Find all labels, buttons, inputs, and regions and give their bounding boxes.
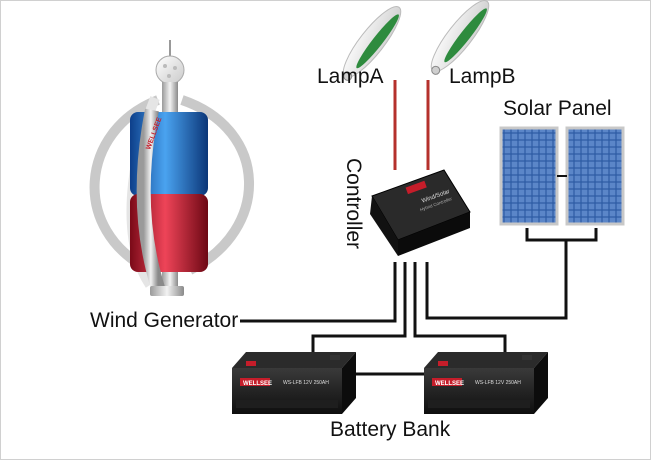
battery-left-model: WS-LFB 12V 250AH (283, 380, 329, 386)
solar-panel (499, 126, 625, 226)
wiring (240, 80, 598, 376)
wind-generator-label: Wind Generator (90, 309, 239, 332)
solar-panel-right (565, 126, 625, 226)
battery-right-model: WS-LFB 12V 250AH (475, 380, 521, 386)
wind-generator-turbine: WELLSEE (89, 40, 254, 296)
wind-wire (240, 262, 397, 323)
solar-panel-label: Solar Panel (503, 97, 612, 120)
solar-panel-left (499, 126, 559, 226)
lamp-b (430, 0, 490, 75)
solar-wire (425, 228, 598, 320)
battery-right: WELLSEE WS-LFB 12V 250AH (424, 352, 548, 414)
lamp-a-label: LampA (317, 65, 384, 88)
battery-right-brand: WELLSEE (435, 381, 464, 387)
controller-label: Controller (342, 158, 365, 250)
lamp-b-label: LampB (449, 65, 516, 88)
battery-bank-label: Battery Bank (330, 418, 451, 441)
lamp-a (342, 6, 402, 81)
battery-wire-right (413, 262, 507, 352)
battery-wire-left (311, 262, 407, 352)
battery-left-brand: WELLSEE (243, 381, 272, 387)
turbine-hub-ball (155, 55, 185, 85)
battery-left: WELLSEE WS-LFB 12V 250AH (232, 352, 356, 414)
controller-unit: Wind/Solar Hybrid Controller (370, 169, 471, 256)
